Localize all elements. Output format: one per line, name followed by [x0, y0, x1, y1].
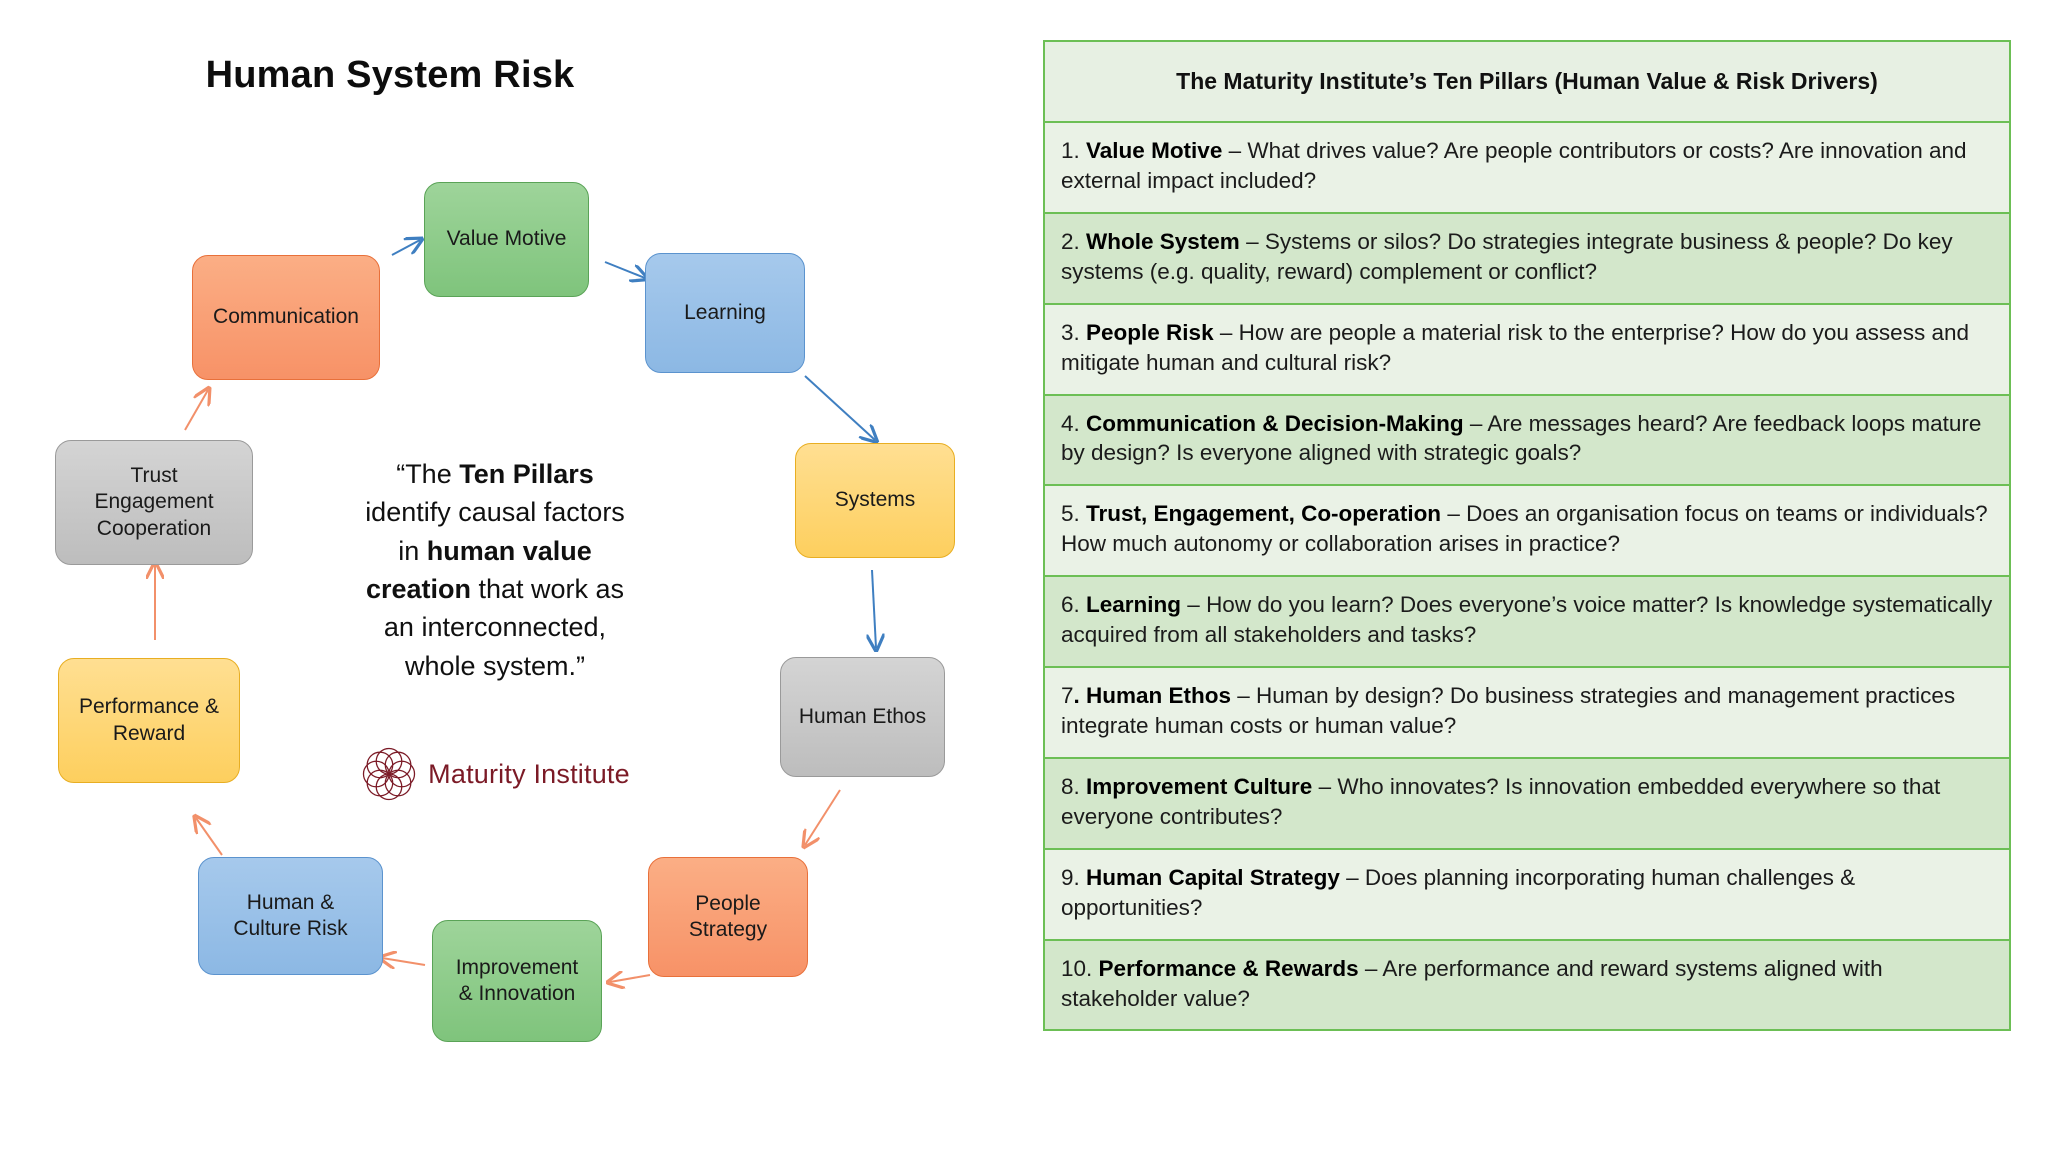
row-text: – Who innovates? Is innovation embedded …: [1061, 773, 1941, 829]
row-number: 7: [1061, 683, 1074, 709]
table-row[interactable]: 7. Human Ethos – Human by design? Do bus…: [1045, 668, 2009, 759]
quote-part-2: identify causal factors in: [365, 497, 625, 566]
table-row[interactable]: 3. People Risk – How are people a materi…: [1045, 304, 2009, 396]
node-people-strategy[interactable]: People Strategy: [648, 857, 808, 977]
row-number: 2.: [1061, 228, 1080, 254]
table-row[interactable]: 10. Performance & Rewards – Are performa…: [1045, 940, 2009, 1030]
row-text: – Human by design? Do business strategie…: [1061, 683, 1956, 738]
row-text: – How do you learn? Does everyone’s voic…: [1061, 592, 1993, 648]
quote-part-3: that work as an interconnected, whole sy…: [383, 573, 625, 681]
row-number: 4.: [1061, 410, 1080, 436]
row-text: – Does an organisation focus on teams or…: [1061, 501, 1988, 557]
row-name: Communication & Decision-Making: [1086, 410, 1464, 436]
human-system-risk-diagram: Human System Risk: [0, 0, 1020, 1151]
table-row[interactable]: 2. Whole System – Systems or silos? Do s…: [1045, 213, 2009, 305]
row-name: . Human Ethos: [1073, 683, 1232, 709]
row-number: 9.: [1061, 864, 1080, 890]
center-quote: “The Ten Pillars identify causal factors…: [355, 455, 635, 685]
row-text: – Systems or silos? Do strategies integr…: [1061, 228, 1953, 284]
table-row[interactable]: 8. Improvement Culture – Who innovates? …: [1045, 758, 2009, 850]
row-name: Human Capital Strategy: [1086, 864, 1340, 890]
table-row[interactable]: 4. Communication & Decision-Making – Are…: [1045, 395, 2009, 487]
node-learning[interactable]: Learning: [645, 253, 805, 373]
node-performance-reward[interactable]: Performance & Reward: [58, 658, 240, 783]
node-value-motive[interactable]: Value Motive: [424, 182, 589, 297]
node-human-ethos[interactable]: Human Ethos: [780, 657, 945, 777]
row-name: Learning: [1086, 592, 1182, 618]
row-name: Trust, Engagement, Co-operation: [1086, 501, 1442, 527]
table-row[interactable]: 6. Learning – How do you learn? Does eve…: [1045, 577, 2009, 669]
maturity-institute-logo: Maturity Institute: [355, 745, 635, 803]
node-improvement-innovation[interactable]: Improvement & Innovation: [432, 920, 602, 1042]
row-text: – Does planning incorporating human chal…: [1061, 864, 1856, 920]
row-number: 10.: [1061, 955, 1093, 981]
row-number: 8.: [1061, 773, 1080, 799]
row-number: 1.: [1061, 138, 1080, 163]
row-name: Value Motive: [1086, 138, 1223, 163]
table-row[interactable]: 5. Trust, Engagement, Co-operation – Doe…: [1045, 486, 2009, 578]
table-row[interactable]: 1. Value Motive – What drives value? Are…: [1045, 123, 2009, 214]
ten-pillars-table: The Maturity Institute’s Ten Pillars (Hu…: [1043, 40, 2011, 1032]
row-text: – How are people a material risk to the …: [1061, 319, 1969, 375]
quote-bold-human-value-creation: human value creation: [365, 535, 592, 604]
row-name: People Risk: [1086, 319, 1214, 345]
row-text: – Are messages heard? Are feedback loops…: [1061, 410, 1982, 466]
row-number: 5.: [1061, 501, 1080, 527]
row-name: Whole System: [1086, 228, 1240, 254]
quote-part-1: “The: [396, 459, 460, 489]
node-human-culture-risk[interactable]: Human & Culture Risk: [198, 857, 383, 975]
ten-pillars-header: The Maturity Institute’s Ten Pillars (Hu…: [1045, 42, 2009, 123]
row-name: Improvement Culture: [1086, 773, 1313, 799]
row-text: – What drives value? Are people contribu…: [1061, 138, 1967, 193]
row-text: – Are performance and reward systems ali…: [1061, 955, 1883, 1011]
row-name: Performance & Rewards: [1098, 955, 1359, 981]
rosette-logo-icon: [362, 747, 416, 801]
table-row[interactable]: 9. Human Capital Strategy – Does plannin…: [1045, 849, 2009, 941]
node-systems[interactable]: Systems: [795, 443, 955, 558]
row-number: 6.: [1061, 592, 1080, 618]
page-title: Human System Risk: [205, 54, 575, 96]
logo-text: Maturity Institute: [428, 758, 630, 789]
row-number: 3.: [1061, 319, 1080, 345]
quote-bold-ten-pillars: Ten Pillars: [459, 459, 594, 489]
node-communication[interactable]: Communication: [192, 255, 380, 380]
node-trust-engagement-cooperation[interactable]: Trust Engagement Cooperation: [55, 440, 253, 565]
